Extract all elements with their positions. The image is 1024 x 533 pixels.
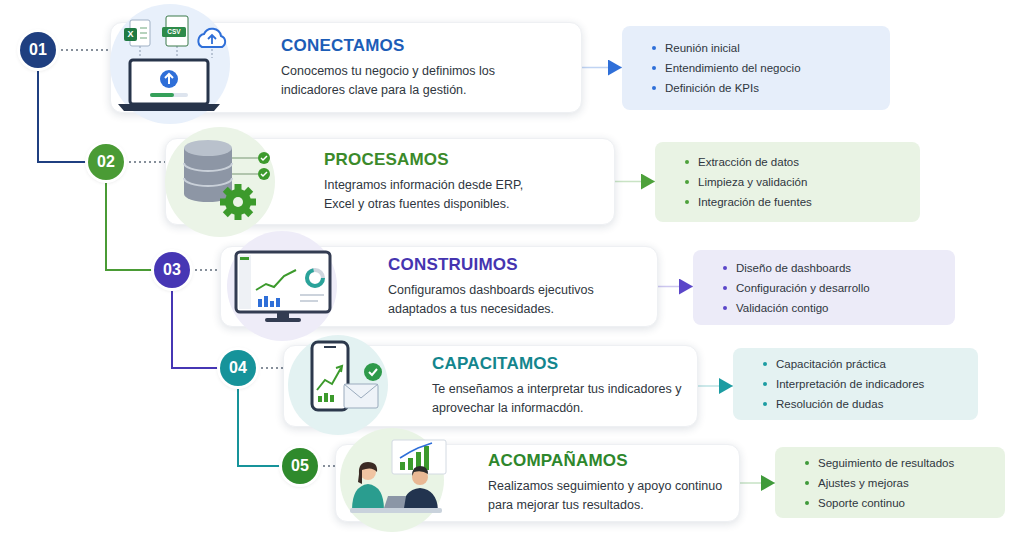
step-number: 05 — [282, 448, 318, 484]
bullet-row: Entendimiento del negocio — [652, 58, 890, 78]
task-list-box: Extracción de datosLimpieza y validación… — [655, 142, 920, 222]
step-connector — [172, 288, 220, 368]
bullet-dot — [723, 286, 727, 290]
step-connector — [238, 386, 282, 466]
bullet-row: Interpretación de indicadores — [763, 374, 978, 394]
step-description: Realizamos seguimiento y apoyo continuo … — [488, 477, 728, 515]
bullet-text: Capacitación práctica — [776, 354, 886, 374]
bullet-text: Seguimiento de resultados — [818, 453, 954, 473]
step-connector — [38, 68, 88, 162]
step-card: CONECTAMOS Conocemos tu negocio y definim… — [110, 22, 582, 113]
dotted-leader — [256, 367, 283, 369]
step-heading: ACOMPAÑAMOS — [488, 451, 731, 471]
task-list-box: Reunión inicialEntendimiento del negocio… — [622, 26, 890, 110]
flow-arrow — [740, 482, 775, 484]
dotted-leader — [190, 269, 220, 271]
bullet-text: Diseño de dashboards — [736, 258, 851, 278]
bullet-row: Reunión inicial — [652, 38, 890, 58]
bullet-text: Definición de KPIs — [665, 78, 759, 98]
bullet-row: Integración de fuentes — [685, 192, 920, 212]
step-number: 01 — [20, 32, 56, 68]
bullet-row: Capacitación práctica — [763, 354, 978, 374]
step-card: ACOMPAÑAMOS Realizamos seguimiento y apoy… — [335, 444, 740, 522]
bullet-row: Ajustes y mejoras — [805, 473, 1005, 493]
bullet-text: Entendimiento del negocio — [665, 58, 801, 78]
bullet-row: Definición de KPIs — [652, 78, 890, 98]
bullet-dot — [763, 362, 767, 366]
bullet-text: Ajustes y mejoras — [818, 473, 909, 493]
task-list-box: Capacitación prácticaInterpretación de i… — [733, 348, 978, 420]
bullet-row: Soporte continuo — [805, 493, 1005, 513]
bullet-dot — [805, 461, 809, 465]
step-number: 04 — [220, 350, 256, 386]
step-heading: CONECTAMOS — [281, 36, 573, 56]
bullet-row: Seguimiento de resultados — [805, 453, 1005, 473]
bullet-row: Resolución de dudas — [763, 394, 978, 414]
bullet-dot — [723, 306, 727, 310]
bullet-text: Integración de fuentes — [698, 192, 812, 212]
step-card: CONSTRUIMOS Configuramos dashboards ejecu… — [220, 246, 658, 327]
step-card: CAPACITAMOS Te enseñamos a interpretar tu… — [283, 345, 698, 427]
step-heading: CONSTRUIMOS — [388, 255, 649, 275]
bullet-dot — [723, 266, 727, 270]
step-number: 02 — [88, 144, 124, 180]
step-number-text: 01 — [29, 41, 47, 59]
bullet-text: Configuración y desarrollo — [736, 278, 870, 298]
bullet-text: Limpieza y validación — [698, 172, 807, 192]
bullet-text: Validación contigo — [736, 298, 829, 318]
bullet-dot — [685, 180, 689, 184]
flow-arrow — [698, 385, 733, 387]
task-list-box: Seguimiento de resultadosAjustes y mejor… — [775, 447, 1005, 518]
step-number-text: 03 — [163, 261, 181, 279]
flow-arrow — [582, 67, 622, 69]
bullet-dot — [652, 86, 656, 90]
bullet-text: Extracción de datos — [698, 152, 799, 172]
bullet-dot — [652, 46, 656, 50]
step-number-text: 02 — [97, 153, 115, 171]
bullet-text: Interpretación de indicadores — [776, 374, 924, 394]
step-card: PROCESAMOS Integramos información desde E… — [165, 138, 615, 225]
flow-arrow — [615, 181, 655, 183]
bullet-row: Limpieza y validación — [685, 172, 920, 192]
bullet-row: Extracción de datos — [685, 152, 920, 172]
bullet-dot — [763, 402, 767, 406]
bullet-dot — [763, 382, 767, 386]
bullet-dot — [685, 160, 689, 164]
step-number-text: 04 — [229, 359, 247, 377]
step-description: Integramos información desde ERP, Excel … — [324, 176, 539, 214]
step-number-text: 05 — [291, 457, 309, 475]
bullet-row: Configuración y desarrollo — [723, 278, 955, 298]
icon-text: X — [124, 28, 137, 41]
step-description: Te enseñamos a interpretar tus indicador… — [432, 380, 689, 418]
step-description: Configuramos dashboards ejecutivos adapt… — [388, 281, 616, 319]
bullet-dot — [685, 200, 689, 204]
dotted-leader — [56, 49, 110, 51]
dotted-leader — [124, 161, 165, 163]
bullet-dot — [805, 501, 809, 505]
bullet-text: Resolución de dudas — [776, 394, 883, 414]
bullet-row: Validación contigo — [723, 298, 955, 318]
dotted-leader — [318, 465, 335, 467]
icon-text: CSV — [162, 27, 186, 37]
bullet-row: Diseño de dashboards — [723, 258, 955, 278]
step-description: Conocemos tu negocio y definimos los ind… — [281, 62, 531, 100]
step-connector — [106, 180, 154, 270]
step-heading: CAPACITAMOS — [432, 354, 689, 374]
bullet-dot — [805, 481, 809, 485]
step-number: 03 — [154, 252, 190, 288]
bullet-dot — [652, 66, 656, 70]
bullet-text: Soporte continuo — [818, 493, 905, 513]
task-list-box: Diseño de dashboardsConfiguración y desa… — [693, 250, 955, 325]
bullet-text: Reunión inicial — [665, 38, 740, 58]
step-heading: PROCESAMOS — [324, 150, 606, 170]
flow-arrow — [658, 286, 693, 288]
